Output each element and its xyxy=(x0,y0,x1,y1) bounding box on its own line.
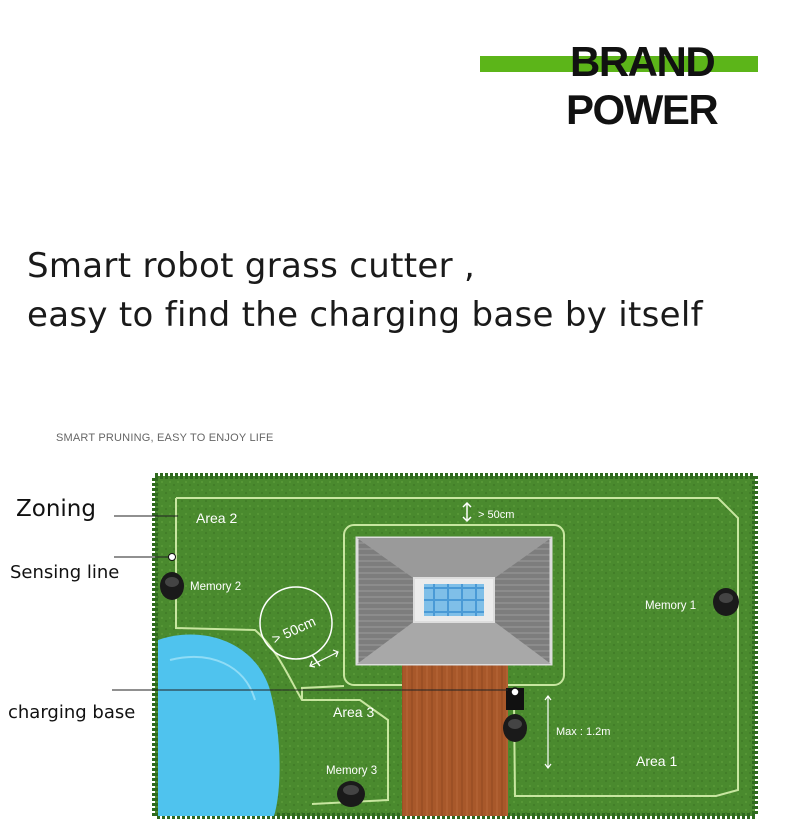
brand-accent-bar xyxy=(480,56,758,72)
brand-line-2: POWER xyxy=(566,86,719,133)
mower-charging xyxy=(503,714,527,742)
sensing-line-callout: Sensing line xyxy=(10,562,120,583)
sensing-line-marker xyxy=(168,553,176,561)
pond xyxy=(158,634,280,816)
mower-memory-3 xyxy=(337,781,365,807)
charging-base-marker xyxy=(506,687,524,710)
top-clearance-label: > 50cm xyxy=(478,509,514,521)
area-1-label: Area 1 xyxy=(636,753,677,769)
house xyxy=(355,536,553,666)
zoning-callout: Zoning xyxy=(16,496,96,522)
memory-3-label: Memory 3 xyxy=(326,765,377,777)
area-3-label: Area 3 xyxy=(333,704,374,720)
brand-line-1: BRAND xyxy=(570,38,716,85)
charging-base-callout: charging base xyxy=(8,702,136,723)
memory-2-label: Memory 2 xyxy=(190,581,241,593)
subtitle: SMART PRUNING, EASY TO ENJOY LIFE xyxy=(56,432,274,444)
headline-line-2: easy to find the charging base by itself xyxy=(27,295,703,335)
side-clearance-bubble xyxy=(259,586,339,668)
memory-1-label: Memory 1 xyxy=(645,600,696,612)
mower-memory-2 xyxy=(160,572,184,600)
top-clearance-arrow xyxy=(462,501,472,523)
max-distance-label: Max : 1.2m xyxy=(556,726,610,738)
area-2-label: Area 2 xyxy=(196,510,237,526)
max-distance-arrow xyxy=(544,695,552,769)
headline-line-1: Smart robot grass cutter , xyxy=(27,246,476,286)
wooden-path xyxy=(402,660,508,816)
mower-memory-1 xyxy=(713,588,739,616)
